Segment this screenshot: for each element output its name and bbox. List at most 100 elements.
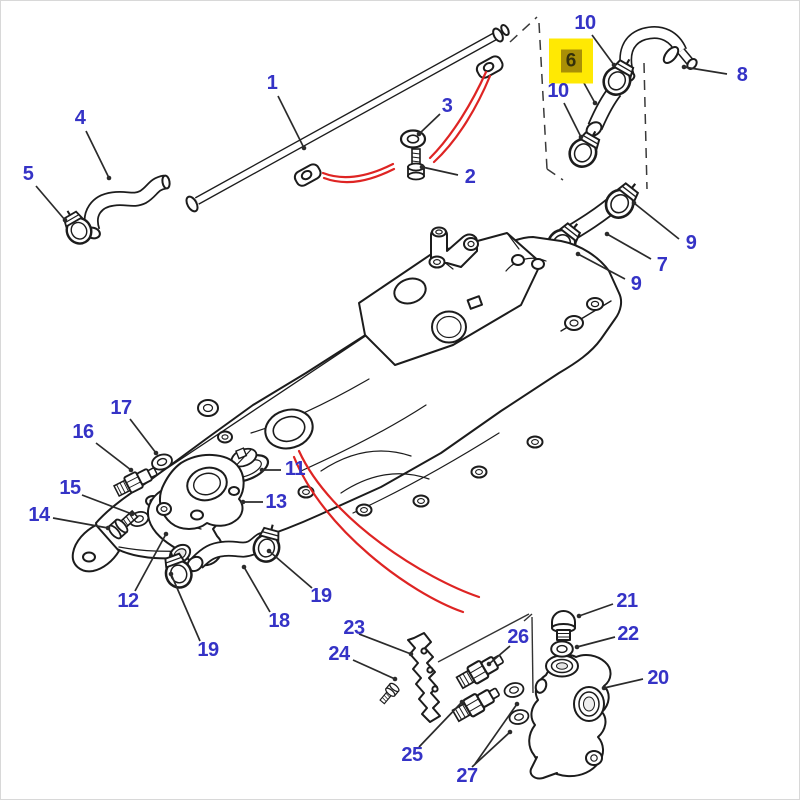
red-guide-line: [321, 162, 395, 179]
pipe-mounting-bolt: [407, 148, 425, 181]
leader-dot: [240, 499, 246, 505]
callout-22-29[interactable]: 22: [617, 623, 639, 645]
callout-24-23[interactable]: 24: [328, 643, 350, 665]
callout-23-22[interactable]: 23: [343, 617, 365, 639]
callout-16-17[interactable]: 16: [72, 421, 94, 443]
leader-line: [418, 113, 441, 135]
leader-line: [603, 678, 644, 689]
leader-dot: [601, 685, 607, 691]
red-guide-line: [432, 74, 492, 164]
gasket-23: [407, 632, 441, 723]
leader-line: [170, 573, 201, 642]
leader-dot: [486, 661, 492, 667]
leader-line: [129, 418, 157, 454]
leader-dot: [259, 467, 265, 473]
leader-dot: [62, 217, 68, 223]
callout-19-21[interactable]: 19: [197, 639, 219, 661]
callout-highlight-inner-box: 6: [560, 49, 582, 73]
callout-8-8[interactable]: 8: [736, 64, 748, 86]
pipe-mounting-washer: [399, 129, 427, 149]
leader-line: [576, 636, 616, 648]
manifold-top-bracket: [428, 226, 479, 269]
callout-9-11[interactable]: 9: [630, 273, 642, 295]
leader-dot: [592, 100, 598, 106]
callout-10-6[interactable]: 10: [574, 12, 596, 34]
leader-dot: [392, 676, 398, 682]
leader-dot: [631, 200, 637, 206]
leader-line: [591, 34, 615, 66]
leader-line: [134, 533, 167, 592]
alignment-guide-lines: [437, 613, 534, 694]
callout-15-16[interactable]: 15: [59, 477, 81, 499]
red-guide-line: [297, 449, 481, 599]
callout-19-20[interactable]: 19: [310, 585, 332, 607]
callout-25-24[interactable]: 25: [401, 744, 423, 766]
callout-2-1[interactable]: 2: [464, 166, 476, 188]
leader-line: [683, 66, 728, 75]
callout-number: 6: [565, 50, 577, 72]
leader-dot: [507, 729, 513, 735]
callout-13-13[interactable]: 13: [265, 491, 287, 513]
callout-5-4[interactable]: 5: [22, 163, 34, 185]
elbow-pipe-part: [619, 26, 698, 83]
leader-dot: [578, 134, 584, 140]
leader-line: [421, 166, 459, 176]
leader-line: [633, 202, 680, 240]
leader-dot: [611, 62, 617, 68]
leader-dot: [163, 531, 169, 537]
leader-dot: [106, 175, 112, 181]
leader-line: [474, 703, 518, 765]
callout-1-0[interactable]: 1: [266, 72, 278, 94]
leader-dot: [459, 699, 465, 705]
leader-line: [52, 517, 109, 529]
leader-line: [488, 645, 511, 665]
thermostat-11: [223, 447, 270, 484]
sensor-washer-27-upper: [502, 680, 526, 700]
callout-27-26[interactable]: 27: [456, 765, 478, 787]
plug-bolt-21: [551, 610, 576, 641]
thermostat-cover-13: [156, 453, 245, 530]
leader-line: [81, 494, 133, 515]
callout-21-28[interactable]: 21: [616, 590, 638, 612]
callout-26-25[interactable]: 26: [507, 626, 529, 648]
callout-9-9[interactable]: 9: [685, 232, 697, 254]
leader-dot: [153, 450, 159, 456]
leader-line: [606, 233, 652, 260]
leader-line: [277, 95, 305, 149]
callout-12-14[interactable]: 12: [117, 590, 139, 612]
callout-14-15[interactable]: 14: [28, 504, 50, 526]
leader-dot: [168, 571, 174, 577]
callout-4-3[interactable]: 4: [74, 107, 86, 129]
leader-dot: [128, 467, 134, 473]
callout-17-18[interactable]: 17: [110, 397, 132, 419]
leader-dot: [408, 651, 414, 657]
leader-dot: [575, 251, 581, 257]
leader-dot: [574, 644, 580, 650]
leader-line: [268, 550, 313, 589]
callout-11-12[interactable]: 11: [284, 458, 306, 480]
callout-7-10[interactable]: 7: [656, 254, 668, 276]
leader-line: [418, 701, 463, 748]
leader-line: [243, 566, 271, 613]
callout-20-27[interactable]: 20: [647, 667, 669, 689]
callout-10-7[interactable]: 10: [547, 80, 569, 102]
leader-dot: [129, 511, 135, 517]
leader-dot: [105, 525, 111, 531]
leader-line: [471, 731, 511, 768]
bypass-hose-part: [83, 174, 171, 240]
callout-3-2[interactable]: 3: [441, 95, 453, 117]
leader-line: [35, 185, 66, 221]
leader-line: [563, 102, 582, 138]
leader-dot: [681, 64, 687, 70]
callout-6-highlighted[interactable]: 6: [549, 38, 593, 84]
leader-dot: [604, 231, 610, 237]
leader-dot: [266, 548, 272, 554]
leader-dot: [301, 145, 307, 151]
red-guide-line: [322, 167, 396, 184]
annotation-overlay: [35, 34, 728, 768]
leader-line: [85, 130, 110, 179]
sensor-25: [449, 682, 504, 725]
callout-18-19[interactable]: 18: [268, 610, 290, 632]
